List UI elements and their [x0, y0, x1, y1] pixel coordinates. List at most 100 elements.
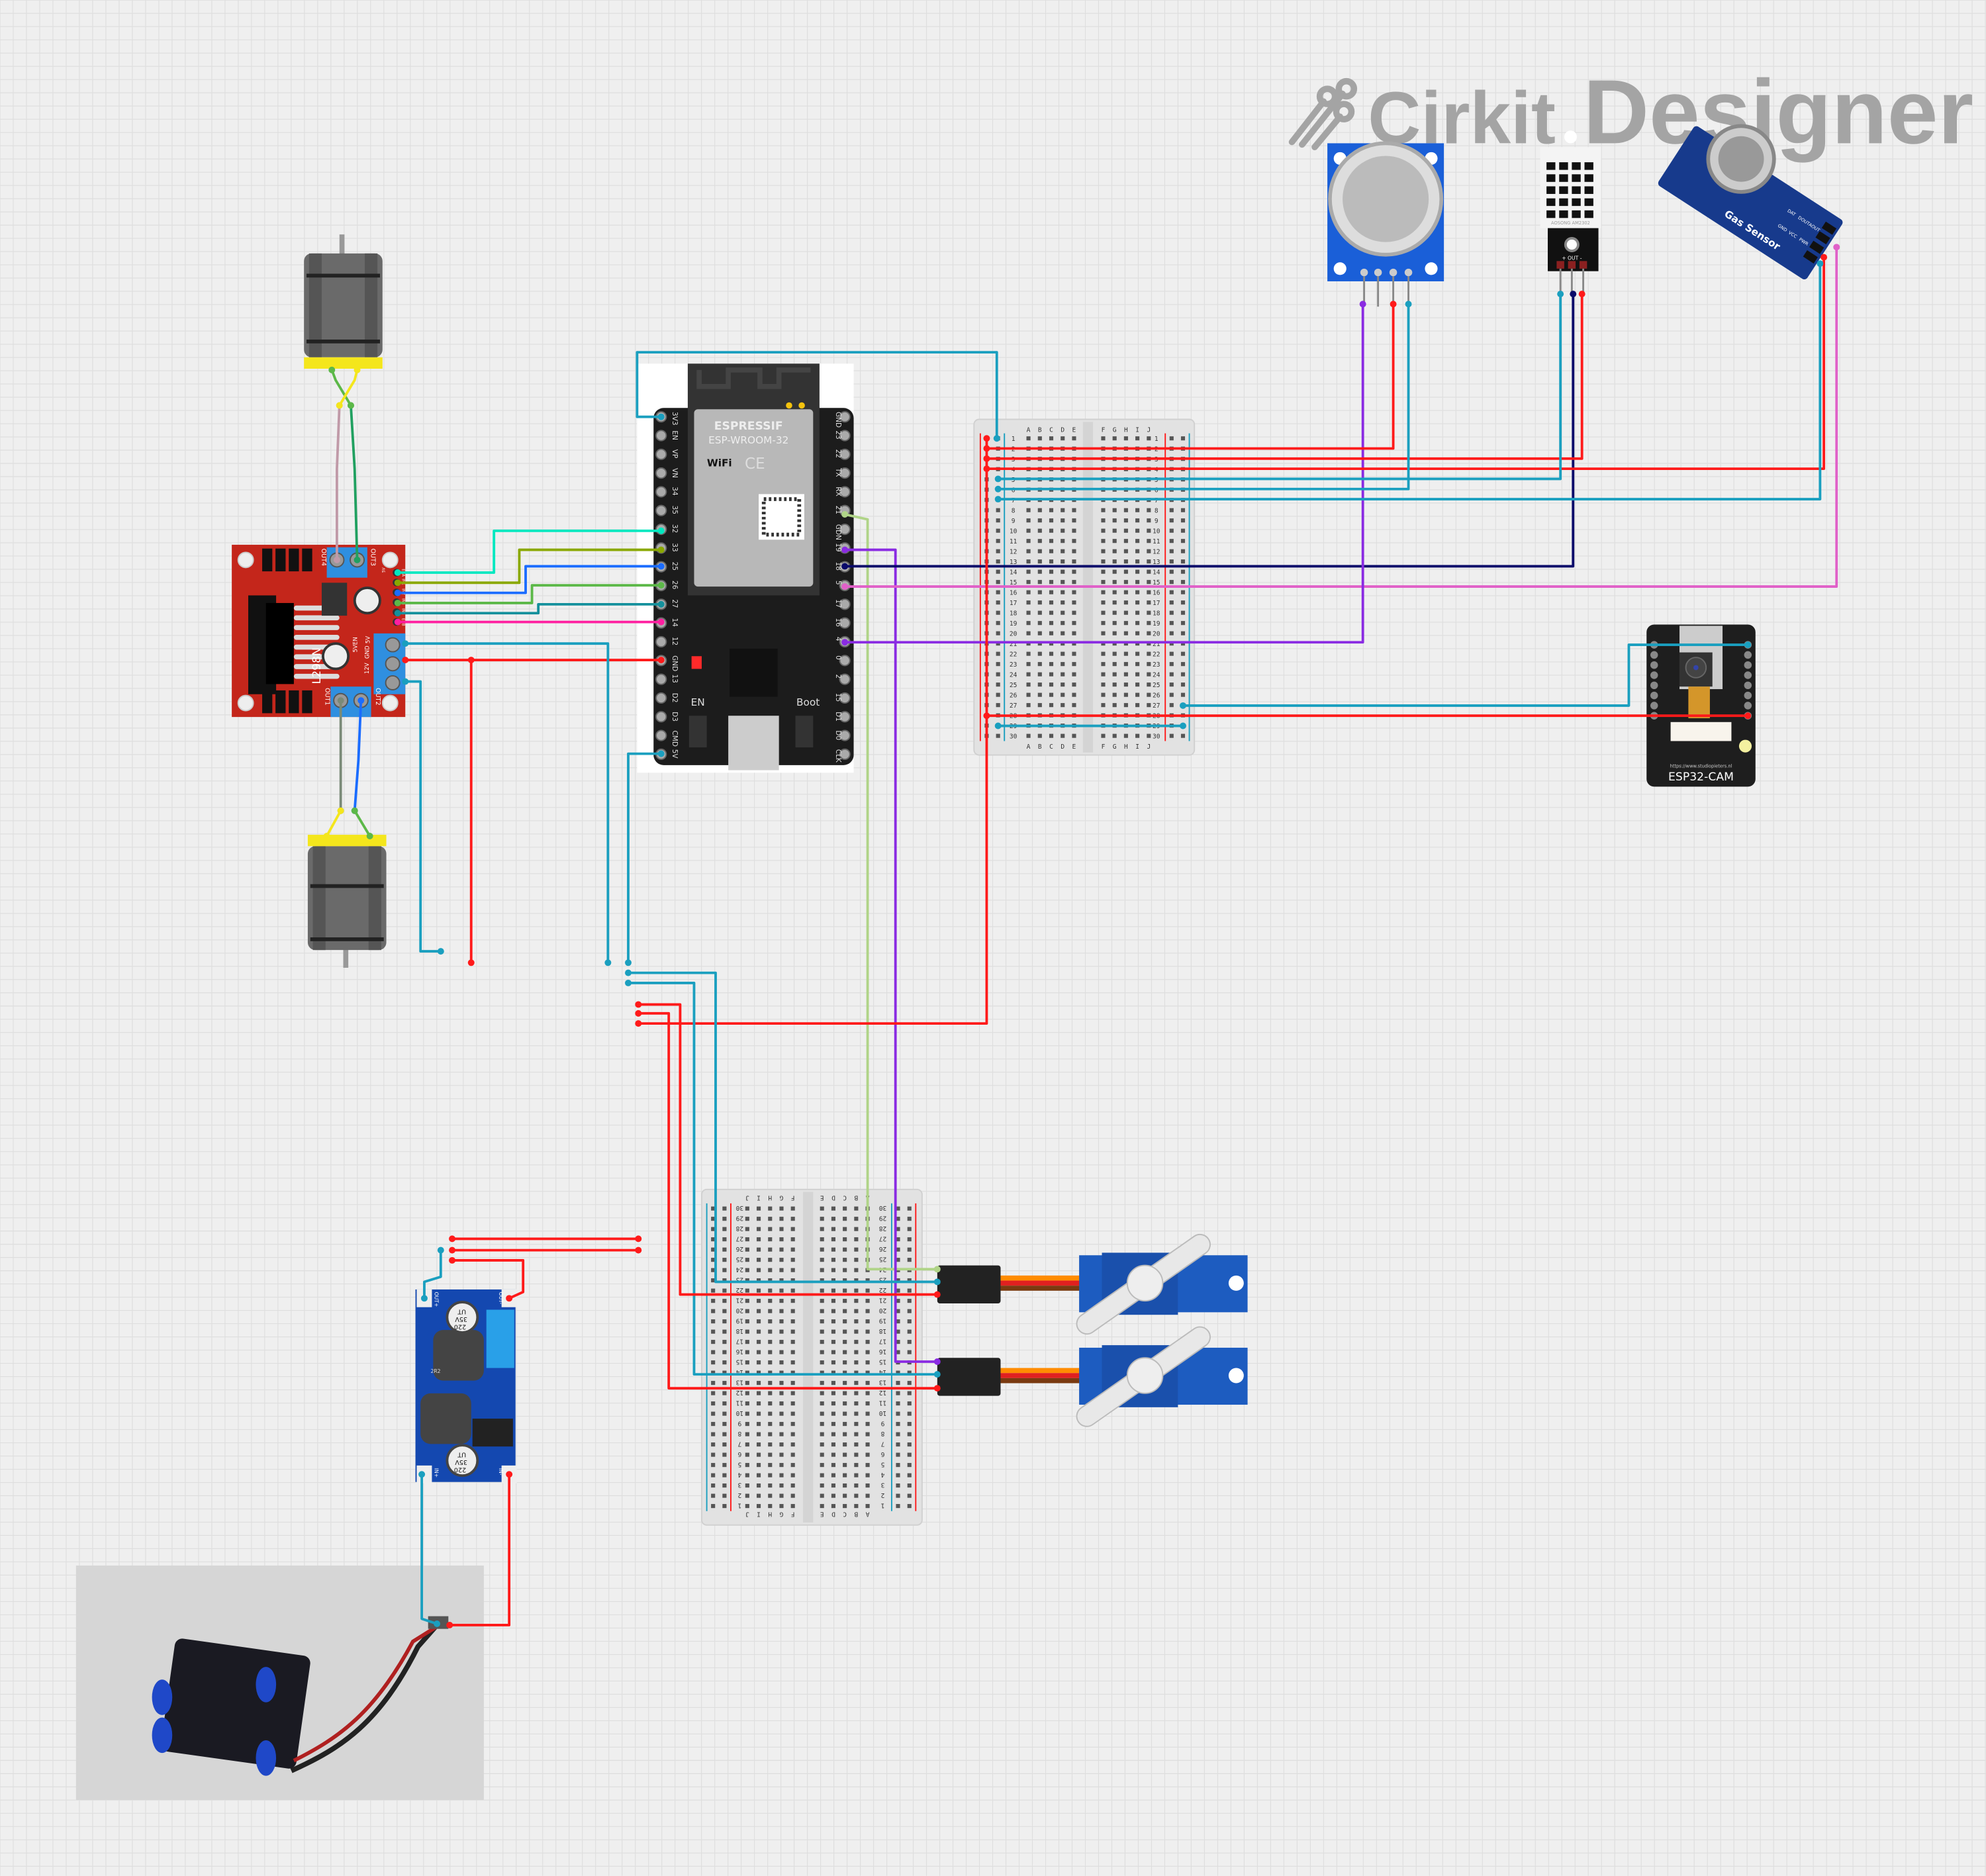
breadboard-hole[interactable] — [745, 1340, 749, 1344]
breadboard-hole[interactable] — [722, 1422, 727, 1427]
breadboard-hole[interactable] — [768, 1381, 773, 1385]
breadboard-hole[interactable] — [1147, 733, 1151, 738]
breadboard-hole[interactable] — [1061, 559, 1065, 564]
breadboard-hole[interactable] — [1037, 580, 1042, 585]
breadboard-hole[interactable] — [820, 1504, 824, 1509]
breadboard-hole[interactable] — [831, 1340, 835, 1344]
breadboard-hole[interactable] — [865, 1370, 870, 1375]
breadboard-hole[interactable] — [1180, 539, 1186, 543]
wire[interactable] — [628, 982, 937, 1376]
breadboard-hole[interactable] — [854, 1288, 859, 1293]
breadboard-hole[interactable] — [820, 1452, 824, 1457]
breadboard-hole[interactable] — [711, 1463, 716, 1468]
breadboard-hole[interactable] — [1026, 692, 1031, 697]
breadboard-hole[interactable] — [996, 559, 1000, 564]
breadboard-hole[interactable] — [1123, 580, 1128, 585]
breadboard-hole[interactable] — [1112, 569, 1117, 574]
breadboard-hole[interactable] — [745, 1401, 749, 1406]
wire-endpoint[interactable] — [467, 657, 475, 664]
wire[interactable] — [452, 1259, 525, 1300]
breadboard-hole[interactable] — [996, 569, 1000, 574]
pin-TX[interactable] — [839, 467, 851, 479]
breadboard-hole[interactable] — [820, 1493, 824, 1498]
breadboard-hole[interactable] — [1147, 549, 1151, 553]
breadboard-hole[interactable] — [1169, 569, 1174, 574]
breadboard-hole[interactable] — [1123, 528, 1128, 533]
breadboard-hole[interactable] — [756, 1319, 761, 1324]
breadboard-hole[interactable] — [745, 1442, 749, 1447]
breadboard-hole[interactable] — [831, 1227, 835, 1231]
wire-endpoint[interactable] — [994, 485, 1002, 492]
breadboard-hole[interactable] — [768, 1473, 773, 1477]
pin-34[interactable] — [655, 486, 667, 498]
breadboard-hole[interactable] — [1072, 528, 1076, 533]
breadboard-hole[interactable] — [756, 1504, 761, 1509]
breadboard-hole[interactable] — [1072, 703, 1076, 708]
breadboard-hole[interactable] — [722, 1504, 727, 1509]
breadboard-hole[interactable] — [865, 1442, 870, 1447]
breadboard-hole[interactable] — [1026, 621, 1031, 626]
breadboard-hole[interactable] — [756, 1268, 761, 1272]
breadboard-hole[interactable] — [865, 1401, 870, 1406]
breadboard-hole[interactable] — [1135, 621, 1140, 626]
pin-CMD[interactable] — [655, 729, 667, 741]
breadboard-hole[interactable] — [1049, 621, 1054, 626]
breadboard-hole[interactable] — [745, 1483, 749, 1488]
breadboard-hole[interactable] — [996, 610, 1000, 615]
breadboard-hole[interactable] — [711, 1227, 716, 1231]
breadboard-hole[interactable] — [1037, 600, 1042, 605]
breadboard-hole[interactable] — [896, 1504, 900, 1509]
breadboard-hole[interactable] — [790, 1299, 795, 1303]
breadboard-hole[interactable] — [820, 1268, 824, 1272]
breadboard-hole[interactable] — [907, 1258, 912, 1262]
breadboard-hole[interactable] — [831, 1422, 835, 1427]
breadboard-hole[interactable] — [907, 1422, 912, 1427]
breadboard-hole[interactable] — [831, 1217, 835, 1221]
breadboard-hole[interactable] — [722, 1411, 727, 1416]
wire[interactable] — [628, 971, 937, 1284]
terminal-screw[interactable] — [385, 675, 401, 690]
breadboard-hole[interactable] — [907, 1463, 912, 1468]
breadboard-hole[interactable] — [711, 1237, 716, 1242]
breadboard-hole[interactable] — [1112, 559, 1117, 564]
breadboard-hole[interactable] — [820, 1432, 824, 1436]
breadboard-hole[interactable] — [1072, 590, 1076, 594]
breadboard-hole[interactable] — [996, 600, 1000, 605]
breadboard-hole[interactable] — [854, 1483, 859, 1488]
breadboard-hole[interactable] — [1180, 631, 1186, 635]
breadboard-hole[interactable] — [1169, 528, 1174, 533]
breadboard-hole[interactable] — [1061, 539, 1065, 543]
cam-pin[interactable] — [1744, 681, 1752, 690]
breadboard-hole[interactable] — [1072, 569, 1076, 574]
breadboard-hole[interactable] — [779, 1422, 784, 1427]
wire[interactable] — [986, 294, 1584, 460]
breadboard-hole[interactable] — [820, 1483, 824, 1488]
wire-endpoint[interactable] — [1557, 291, 1564, 298]
pin-2[interactable] — [839, 673, 851, 685]
breadboard-hole[interactable] — [779, 1319, 784, 1324]
wire-endpoint[interactable] — [625, 959, 632, 966]
breadboard-hole[interactable] — [745, 1227, 749, 1231]
breadboard-hole[interactable] — [1026, 631, 1031, 635]
wire-endpoint[interactable] — [933, 1266, 941, 1273]
breadboard-hole[interactable] — [996, 662, 1000, 667]
breadboard-hole[interactable] — [768, 1432, 773, 1436]
breadboard-hole[interactable] — [1049, 610, 1054, 615]
breadboard-hole[interactable] — [907, 1309, 912, 1313]
breadboard-hole[interactable] — [854, 1350, 859, 1354]
breadboard-hole[interactable] — [722, 1401, 727, 1406]
breadboard-hole[interactable] — [1061, 600, 1065, 605]
breadboard-hole[interactable] — [1037, 672, 1042, 677]
breadboard-hole[interactable] — [1147, 580, 1151, 585]
wire[interactable] — [397, 529, 661, 574]
breadboard-hole[interactable] — [1101, 600, 1106, 605]
breadboard-hole[interactable] — [820, 1370, 824, 1375]
wire-endpoint[interactable] — [1817, 260, 1824, 267]
mq-pin[interactable] — [1404, 268, 1413, 277]
breadboard-hole[interactable] — [996, 682, 1000, 687]
gas-sensor-header-pin[interactable] — [1821, 221, 1837, 235]
wire[interactable] — [336, 405, 341, 560]
breadboard-hole[interactable] — [820, 1217, 824, 1221]
wire-endpoint[interactable] — [994, 475, 1002, 483]
